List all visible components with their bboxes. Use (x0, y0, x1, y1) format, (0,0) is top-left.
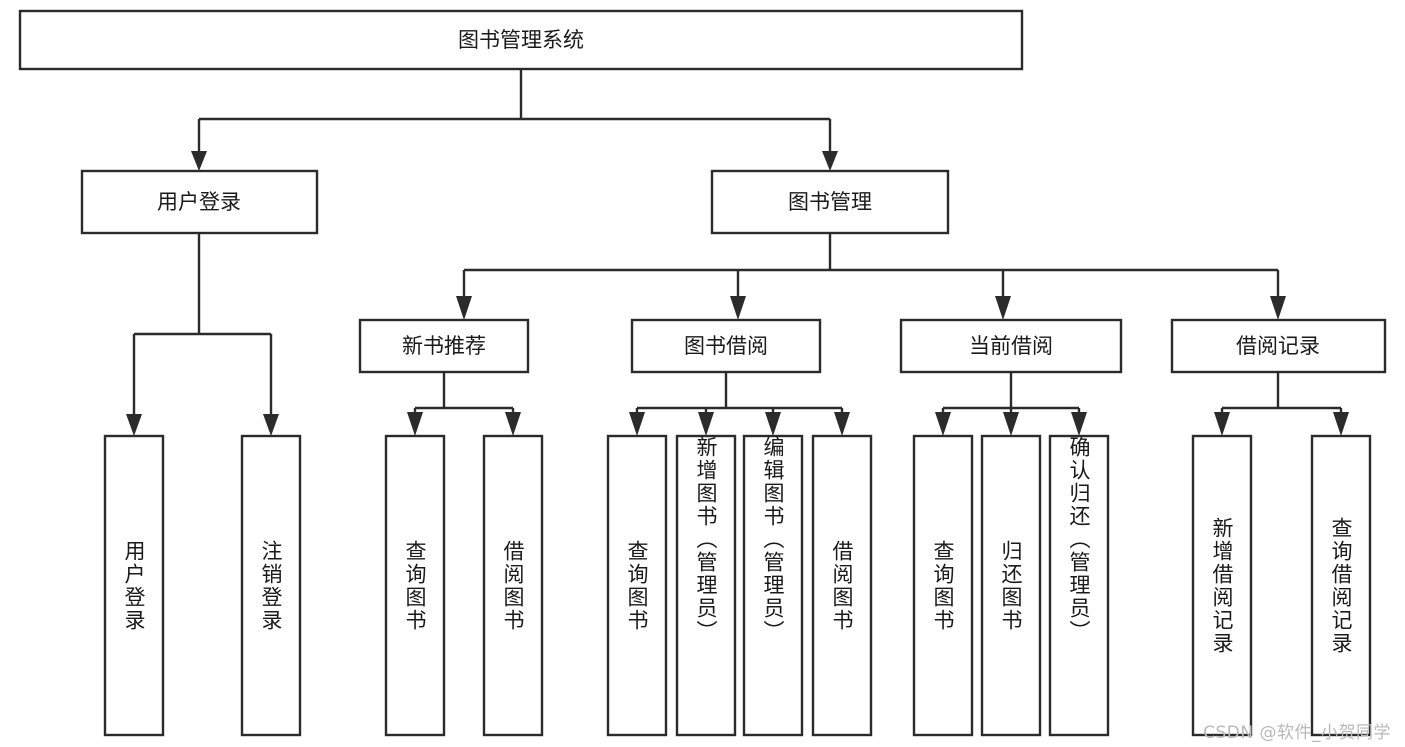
node-box-borrow-record[interactable] (1170, 318, 1387, 374)
arrow-head-cb-1 (935, 412, 951, 436)
arrow-head-br-2 (1333, 412, 1349, 436)
node-label-user-login: 用户登录 (157, 190, 241, 214)
node-box-leaf-nb-2[interactable] (482, 434, 544, 737)
connector-group-book-manage (456, 233, 1286, 320)
node-box-leaf-br-1[interactable] (1191, 434, 1253, 737)
node-label-book-borrow: 图书借阅 (684, 334, 768, 358)
node-box-leaf-nb-1[interactable] (384, 434, 446, 737)
node-box-leaf-cb-3[interactable] (1048, 434, 1110, 737)
node-label-borrow-record: 借阅记录 (1236, 334, 1320, 358)
connector-group-root (191, 69, 838, 171)
arrow-head-bm-4 (1270, 296, 1286, 320)
node-box-leaf-bb-1[interactable] (606, 434, 668, 737)
connector-group-new-book (407, 372, 521, 436)
node-box-new-book-recommend[interactable] (358, 318, 530, 374)
node-label-current-borrow: 当前借阅 (969, 334, 1053, 358)
arrow-head-bb-1 (629, 412, 645, 436)
node-box-leaf-bb-3[interactable] (742, 434, 804, 737)
arrow-head-bb-2 (698, 412, 714, 436)
arrow-head-nb-2 (505, 412, 521, 436)
arrow-head-nb-1 (407, 412, 423, 436)
arrow-head-ul-2 (263, 414, 279, 436)
connector-group-user-login (126, 233, 279, 436)
arrow-head-br-1 (1214, 412, 1230, 436)
node-box-root[interactable] (18, 9, 1024, 71)
node-box-leaf-cb-1[interactable] (912, 434, 974, 737)
node-box-book-manage[interactable] (710, 169, 950, 235)
node-box-user-login[interactable] (80, 169, 319, 235)
connector-group-borrow-record (1214, 372, 1349, 436)
node-label-new-book-recommend: 新书推荐 (402, 334, 486, 358)
connector-group-book-borrow (629, 372, 850, 436)
node-box-leaf-ul-1[interactable] (103, 434, 165, 737)
arrow-head-bm-2 (730, 296, 746, 320)
node-box-leaf-br-2[interactable] (1310, 434, 1372, 737)
node-box-book-borrow[interactable] (630, 318, 822, 374)
arrow-head-bm-1 (456, 296, 472, 320)
arrow-head-ul-1 (126, 414, 142, 436)
arrow-head-bb-3 (765, 412, 781, 436)
arrow-head-cb-2 (1003, 412, 1019, 436)
node-label-root: 图书管理系统 (458, 28, 584, 52)
arrow-head-user-login (191, 151, 207, 171)
watermark-label: CSDN @软件_小贺同学 (1203, 723, 1391, 743)
node-label-book-manage: 图书管理 (788, 190, 872, 214)
arrow-head-bm-3 (995, 296, 1011, 320)
connector-group-current-borrow (935, 372, 1087, 436)
node-box-leaf-ul-2[interactable] (240, 434, 302, 737)
node-box-leaf-bb-4[interactable] (811, 434, 873, 737)
arrow-head-cb-3 (1071, 412, 1087, 436)
node-box-leaf-bb-2[interactable] (675, 434, 737, 737)
node-box-leaf-cb-2[interactable] (980, 434, 1042, 737)
arrow-head-bb-4 (834, 412, 850, 436)
arrow-head-book-manage (822, 151, 838, 171)
node-box-current-borrow[interactable] (899, 318, 1123, 374)
